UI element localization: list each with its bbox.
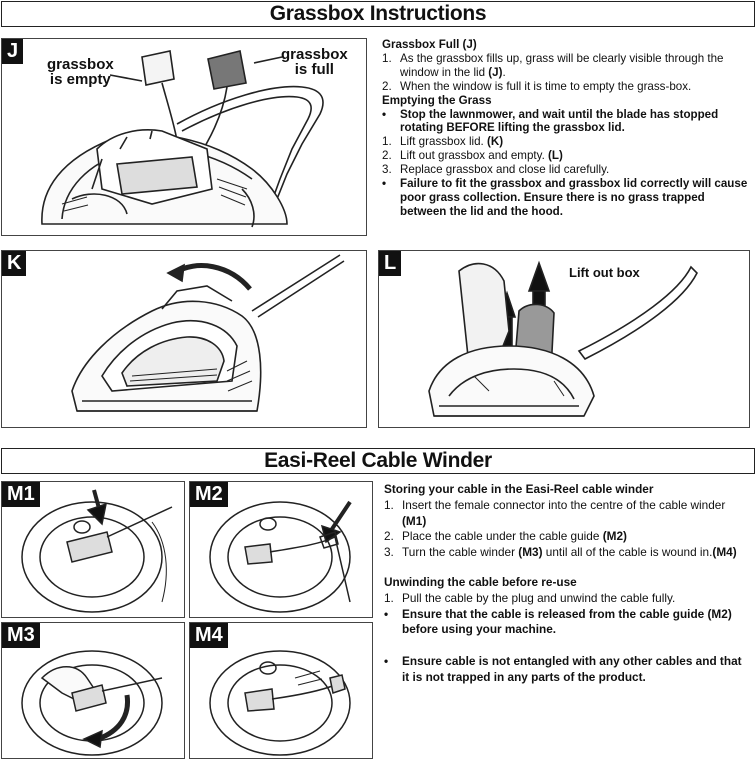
unwinding-warning: •Ensure that the cable is released from … (384, 606, 732, 637)
cable-winder-instructions: Storing your cable in the Easi-Reel cabl… (384, 482, 750, 686)
emptying-step: 3.Replace grassbox and close lid careful… (382, 163, 610, 177)
grassbox-instructions: Grassbox Full (J) 1.As the grassbox fill… (382, 38, 748, 219)
figure-m1-insert-connector: M1 (1, 481, 185, 618)
mower-with-grassbox-illustration (41, 50, 324, 228)
grassbox-section-title: Grassbox Instructions (1, 1, 755, 27)
figure-k-tag: K (2, 251, 27, 276)
emptying-warning: •Stop the lawnmower, and wait until the … (382, 107, 719, 135)
emptying-step: 1.Lift grassbox lid. (K) (382, 135, 504, 149)
figure-m3-turn-winder: M3 (1, 622, 185, 759)
figure-m2-tag: M2 (190, 482, 228, 507)
figure-k-lift-lid: K (1, 250, 367, 428)
spacer (384, 638, 750, 654)
figure-l-lift-out-box: L Lift out box (378, 250, 750, 428)
unwinding-warning: •Ensure cable is not entangled with any … (384, 654, 742, 684)
storing-step: 2.Place the cable under the cable guide … (384, 529, 627, 544)
unwinding-cable-heading: Unwinding the cable before re-use (384, 574, 577, 589)
emptying-step: 2.Lift out grassbox and empty. (L) (382, 149, 563, 163)
figure-m1-tag: M1 (2, 482, 40, 507)
figure-l-tag: L (379, 251, 402, 276)
unwinding-cable-steps: 1.Pull the cable by the plug and unwind … (384, 591, 750, 686)
figure-m4-cable-wound: M4 (189, 622, 373, 759)
storing-cable-steps: 1.Insert the female connector into the c… (384, 498, 750, 561)
turn-winder-illustration (21, 650, 163, 756)
storing-cable-heading: Storing your cable in the Easi-Reel cabl… (384, 482, 654, 496)
cable-guide-illustration (209, 500, 352, 613)
figure-j-tag: J (2, 39, 24, 64)
storing-step: 3.Turn the cable winder (M3) until all o… (384, 545, 737, 560)
grassbox-full-heading: Grassbox Full (J) (382, 38, 477, 51)
emptying-grass-steps: •Stop the lawnmower, and wait until the … (382, 108, 748, 219)
lift-lid-illustration (71, 254, 345, 412)
figure-m2-cable-guide: M2 (189, 481, 373, 618)
callout-lift-out-box: Lift out box (569, 265, 640, 280)
grassbox-full-step: 2.When the window is full it is time to … (382, 79, 692, 93)
unwinding-step: 1.Pull the cable by the plug and unwind … (384, 590, 676, 605)
storing-step: 1.Insert the female connector into the c… (384, 497, 726, 528)
cable-winder-section-title: Easi-Reel Cable Winder (1, 448, 755, 474)
grassbox-full-steps: 1.As the grassbox fills up, grass will b… (382, 52, 748, 94)
emptying-grass-heading: Emptying the Grass (382, 93, 492, 107)
insert-connector-illustration (21, 489, 173, 613)
remove-grassbox-illustration (428, 260, 698, 417)
figure-m4-tag: M4 (190, 623, 228, 648)
cable-wound-illustration (209, 650, 351, 756)
grassbox-full-step: 1.As the grassbox fills up, grass will b… (382, 51, 724, 79)
figure-m3-tag: M3 (2, 623, 40, 648)
emptying-warning: •Failure to fit the grassbox and grassbo… (382, 177, 748, 218)
